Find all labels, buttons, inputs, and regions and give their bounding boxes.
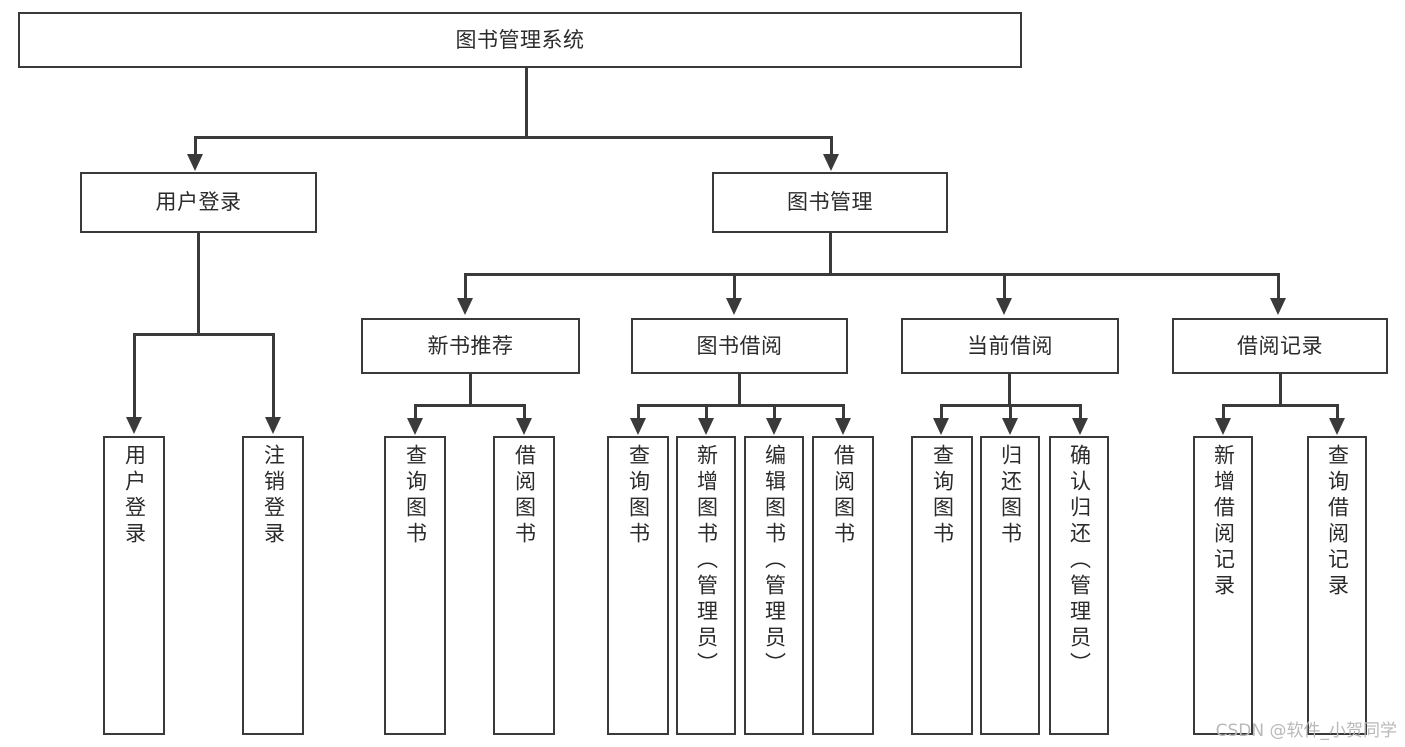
arrow-book-borrow-leaf-1 <box>630 418 646 435</box>
connector-book-manage-drop-3 <box>1003 273 1006 299</box>
leaf-user-login-signin[interactable]: 用户登录 <box>103 436 165 735</box>
arrow-new-book-leaf-1 <box>407 418 423 435</box>
connector-book-borrow-drop-3 <box>773 404 776 419</box>
node-label: 借阅图书 <box>512 444 537 548</box>
connector-current-borrow-drop-3 <box>1079 404 1082 419</box>
node-label: 借阅记录 <box>1237 333 1323 358</box>
node-label: 当前借阅 <box>967 333 1053 358</box>
arrow-book-borrow-leaf-2 <box>698 418 714 435</box>
arrow-to-user-login <box>187 154 203 171</box>
node-label: 查询图书 <box>930 444 955 548</box>
csdn-watermark: CSDN @软件_小贺同学 <box>1215 721 1397 741</box>
leaf-new-book-query[interactable]: 查询图书 <box>384 436 446 735</box>
leaf-book-borrow-query[interactable]: 查询图书 <box>607 436 669 735</box>
connector-book-manage-drop-2 <box>733 273 736 299</box>
connector-current-borrow-drop-1 <box>940 404 943 419</box>
node-label: 用户登录 <box>155 190 242 215</box>
arrow-to-book-manage <box>823 154 839 171</box>
arrow-book-borrow-leaf-4 <box>835 418 851 435</box>
node-user-login[interactable]: 用户登录 <box>80 172 317 233</box>
connector-current-borrow-drop-2 <box>1009 404 1012 419</box>
connector-new-book-stem <box>469 374 472 406</box>
leaf-new-book-borrow[interactable]: 借阅图书 <box>493 436 555 735</box>
node-label: 借阅图书 <box>831 444 856 548</box>
arrow-borrow-record-leaf-1 <box>1215 418 1231 435</box>
arrow-to-current-borrow <box>996 298 1012 315</box>
connector-current-borrow-stem <box>1008 374 1011 406</box>
connector-root-bus <box>194 136 832 139</box>
node-new-book-recommend[interactable]: 新书推荐 <box>361 318 580 374</box>
connector-book-manage-stem <box>829 233 832 275</box>
node-label: 查询图书 <box>626 444 651 548</box>
node-label: 归还图书 <box>998 444 1023 548</box>
leaf-borrow-record-query[interactable]: 查询借阅记录 <box>1307 436 1367 735</box>
arrow-current-borrow-leaf-2 <box>1002 418 1018 435</box>
arrow-book-borrow-leaf-3 <box>766 418 782 435</box>
node-label: 图书借阅 <box>696 333 783 358</box>
node-label: 注销登录 <box>261 444 286 548</box>
node-label: 新增借阅记录 <box>1211 444 1236 600</box>
connector-user-login-bus <box>133 333 274 336</box>
connector-new-book-bus <box>414 404 525 407</box>
connector-to-user-login <box>194 136 197 155</box>
node-root-system[interactable]: 图书管理系统 <box>18 12 1022 68</box>
arrow-current-borrow-leaf-3 <box>1072 418 1088 435</box>
leaf-borrow-record-add[interactable]: 新增借阅记录 <box>1193 436 1253 735</box>
node-label: 图书管理系统 <box>455 27 585 52</box>
leaf-book-borrow-lend[interactable]: 借阅图书 <box>812 436 874 735</box>
node-book-borrow[interactable]: 图书借阅 <box>631 318 848 374</box>
connector-borrow-record-drop-1 <box>1222 404 1225 419</box>
connector-book-borrow-drop-2 <box>705 404 708 419</box>
arrow-to-book-borrow <box>726 298 742 315</box>
connector-book-borrow-bus <box>637 404 844 407</box>
connector-new-book-drop-2 <box>523 404 526 419</box>
node-label: 查询借阅记录 <box>1325 444 1350 600</box>
leaf-user-login-signout[interactable]: 注销登录 <box>242 436 304 735</box>
node-label: 确认归还（管理员） <box>1067 444 1092 678</box>
arrow-user-login-leaf-2 <box>265 417 281 434</box>
node-borrow-record[interactable]: 借阅记录 <box>1172 318 1388 374</box>
arrow-borrow-record-leaf-2 <box>1329 418 1345 435</box>
node-label: 用户登录 <box>122 444 147 548</box>
connector-root-stem <box>525 68 528 138</box>
connector-book-borrow-drop-1 <box>637 404 640 419</box>
arrow-user-login-leaf-1 <box>126 417 142 434</box>
node-label: 查询图书 <box>403 444 428 548</box>
connector-book-manage-bus <box>464 273 1280 276</box>
arrow-new-book-leaf-2 <box>516 418 532 435</box>
connector-to-book-manage <box>830 136 833 155</box>
node-current-borrow[interactable]: 当前借阅 <box>901 318 1119 374</box>
connector-book-manage-drop-4 <box>1277 273 1280 299</box>
connector-book-manage-drop-1 <box>464 273 467 299</box>
connector-user-login-drop-1 <box>133 333 136 418</box>
node-label: 编辑图书（管理员） <box>762 444 787 678</box>
connector-book-borrow-drop-4 <box>842 404 845 419</box>
arrow-to-new-book <box>457 298 473 315</box>
node-label: 图书管理 <box>787 190 873 215</box>
connector-new-book-drop-1 <box>414 404 417 419</box>
connector-book-borrow-stem <box>738 374 741 406</box>
leaf-current-borrow-return[interactable]: 归还图书 <box>980 436 1040 735</box>
connector-user-login-stem <box>197 233 200 335</box>
arrow-to-borrow-record <box>1270 298 1286 315</box>
connector-user-login-drop-2 <box>272 333 275 418</box>
leaf-book-borrow-add[interactable]: 新增图书（管理员） <box>676 436 736 735</box>
node-label: 新书推荐 <box>427 333 514 358</box>
leaf-current-borrow-confirm[interactable]: 确认归还（管理员） <box>1049 436 1109 735</box>
connector-borrow-record-bus <box>1222 404 1338 407</box>
connector-borrow-record-drop-2 <box>1336 404 1339 419</box>
leaf-book-borrow-edit[interactable]: 编辑图书（管理员） <box>744 436 804 735</box>
leaf-current-borrow-query[interactable]: 查询图书 <box>911 436 973 735</box>
connector-borrow-record-stem <box>1279 374 1282 406</box>
arrow-current-borrow-leaf-1 <box>933 418 949 435</box>
node-book-management[interactable]: 图书管理 <box>712 172 948 233</box>
node-label: 新增图书（管理员） <box>694 444 719 678</box>
